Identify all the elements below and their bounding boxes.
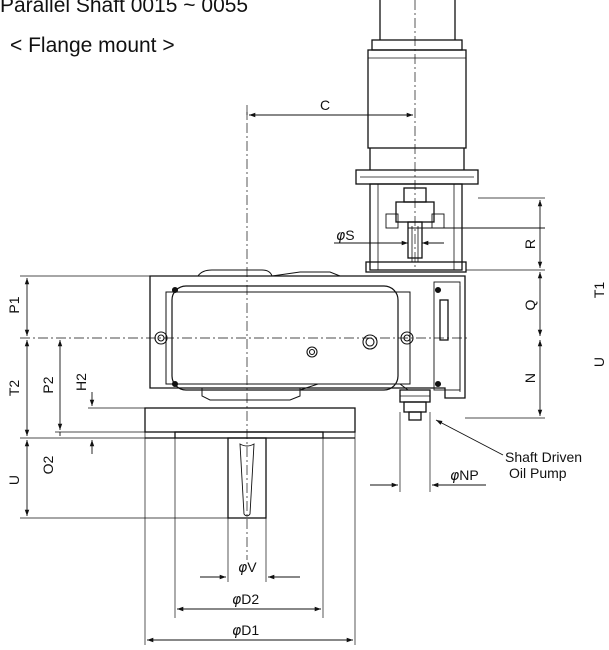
label-h2: H2 xyxy=(73,373,89,391)
label-n: N xyxy=(522,373,538,383)
label-t1: T1 xyxy=(591,282,607,299)
label-v: φV xyxy=(238,559,257,576)
label-u-left: U xyxy=(6,475,22,485)
centerlines xyxy=(20,0,470,560)
bolt-circles xyxy=(154,286,442,388)
callout-line-2: Oil Pump xyxy=(509,465,567,481)
callout-line-1: Shaft Driven xyxy=(505,449,582,465)
page-subheading: < Flange mount > xyxy=(10,34,175,57)
label-t2: T2 xyxy=(6,380,22,397)
extension-lines xyxy=(20,112,545,645)
label-o2: O2 xyxy=(40,455,56,474)
mounting-flange xyxy=(144,407,356,439)
label-p2: P2 xyxy=(40,376,56,393)
label-p1: P1 xyxy=(6,296,22,313)
label-r: R xyxy=(522,239,538,249)
coupling-housing xyxy=(365,183,467,273)
label-c: C xyxy=(320,97,330,113)
label-u-right: U xyxy=(591,357,607,367)
label-d1: φD1 xyxy=(232,622,259,639)
gear-housing xyxy=(149,269,466,421)
page-heading: Parallel Shaft 0015 ~ 0055 xyxy=(0,0,249,17)
label-s: φS xyxy=(336,227,355,244)
callout-leader xyxy=(435,419,504,456)
dimension-labels: C φS R Q N T1 U P1 T2 U P2 H2 O2 φNP φV … xyxy=(6,97,607,639)
dimension-lines xyxy=(24,112,545,643)
label-q: Q xyxy=(522,299,538,310)
motor xyxy=(355,0,479,185)
label-d2: φD2 xyxy=(232,591,259,608)
label-np: φNP xyxy=(450,467,479,484)
